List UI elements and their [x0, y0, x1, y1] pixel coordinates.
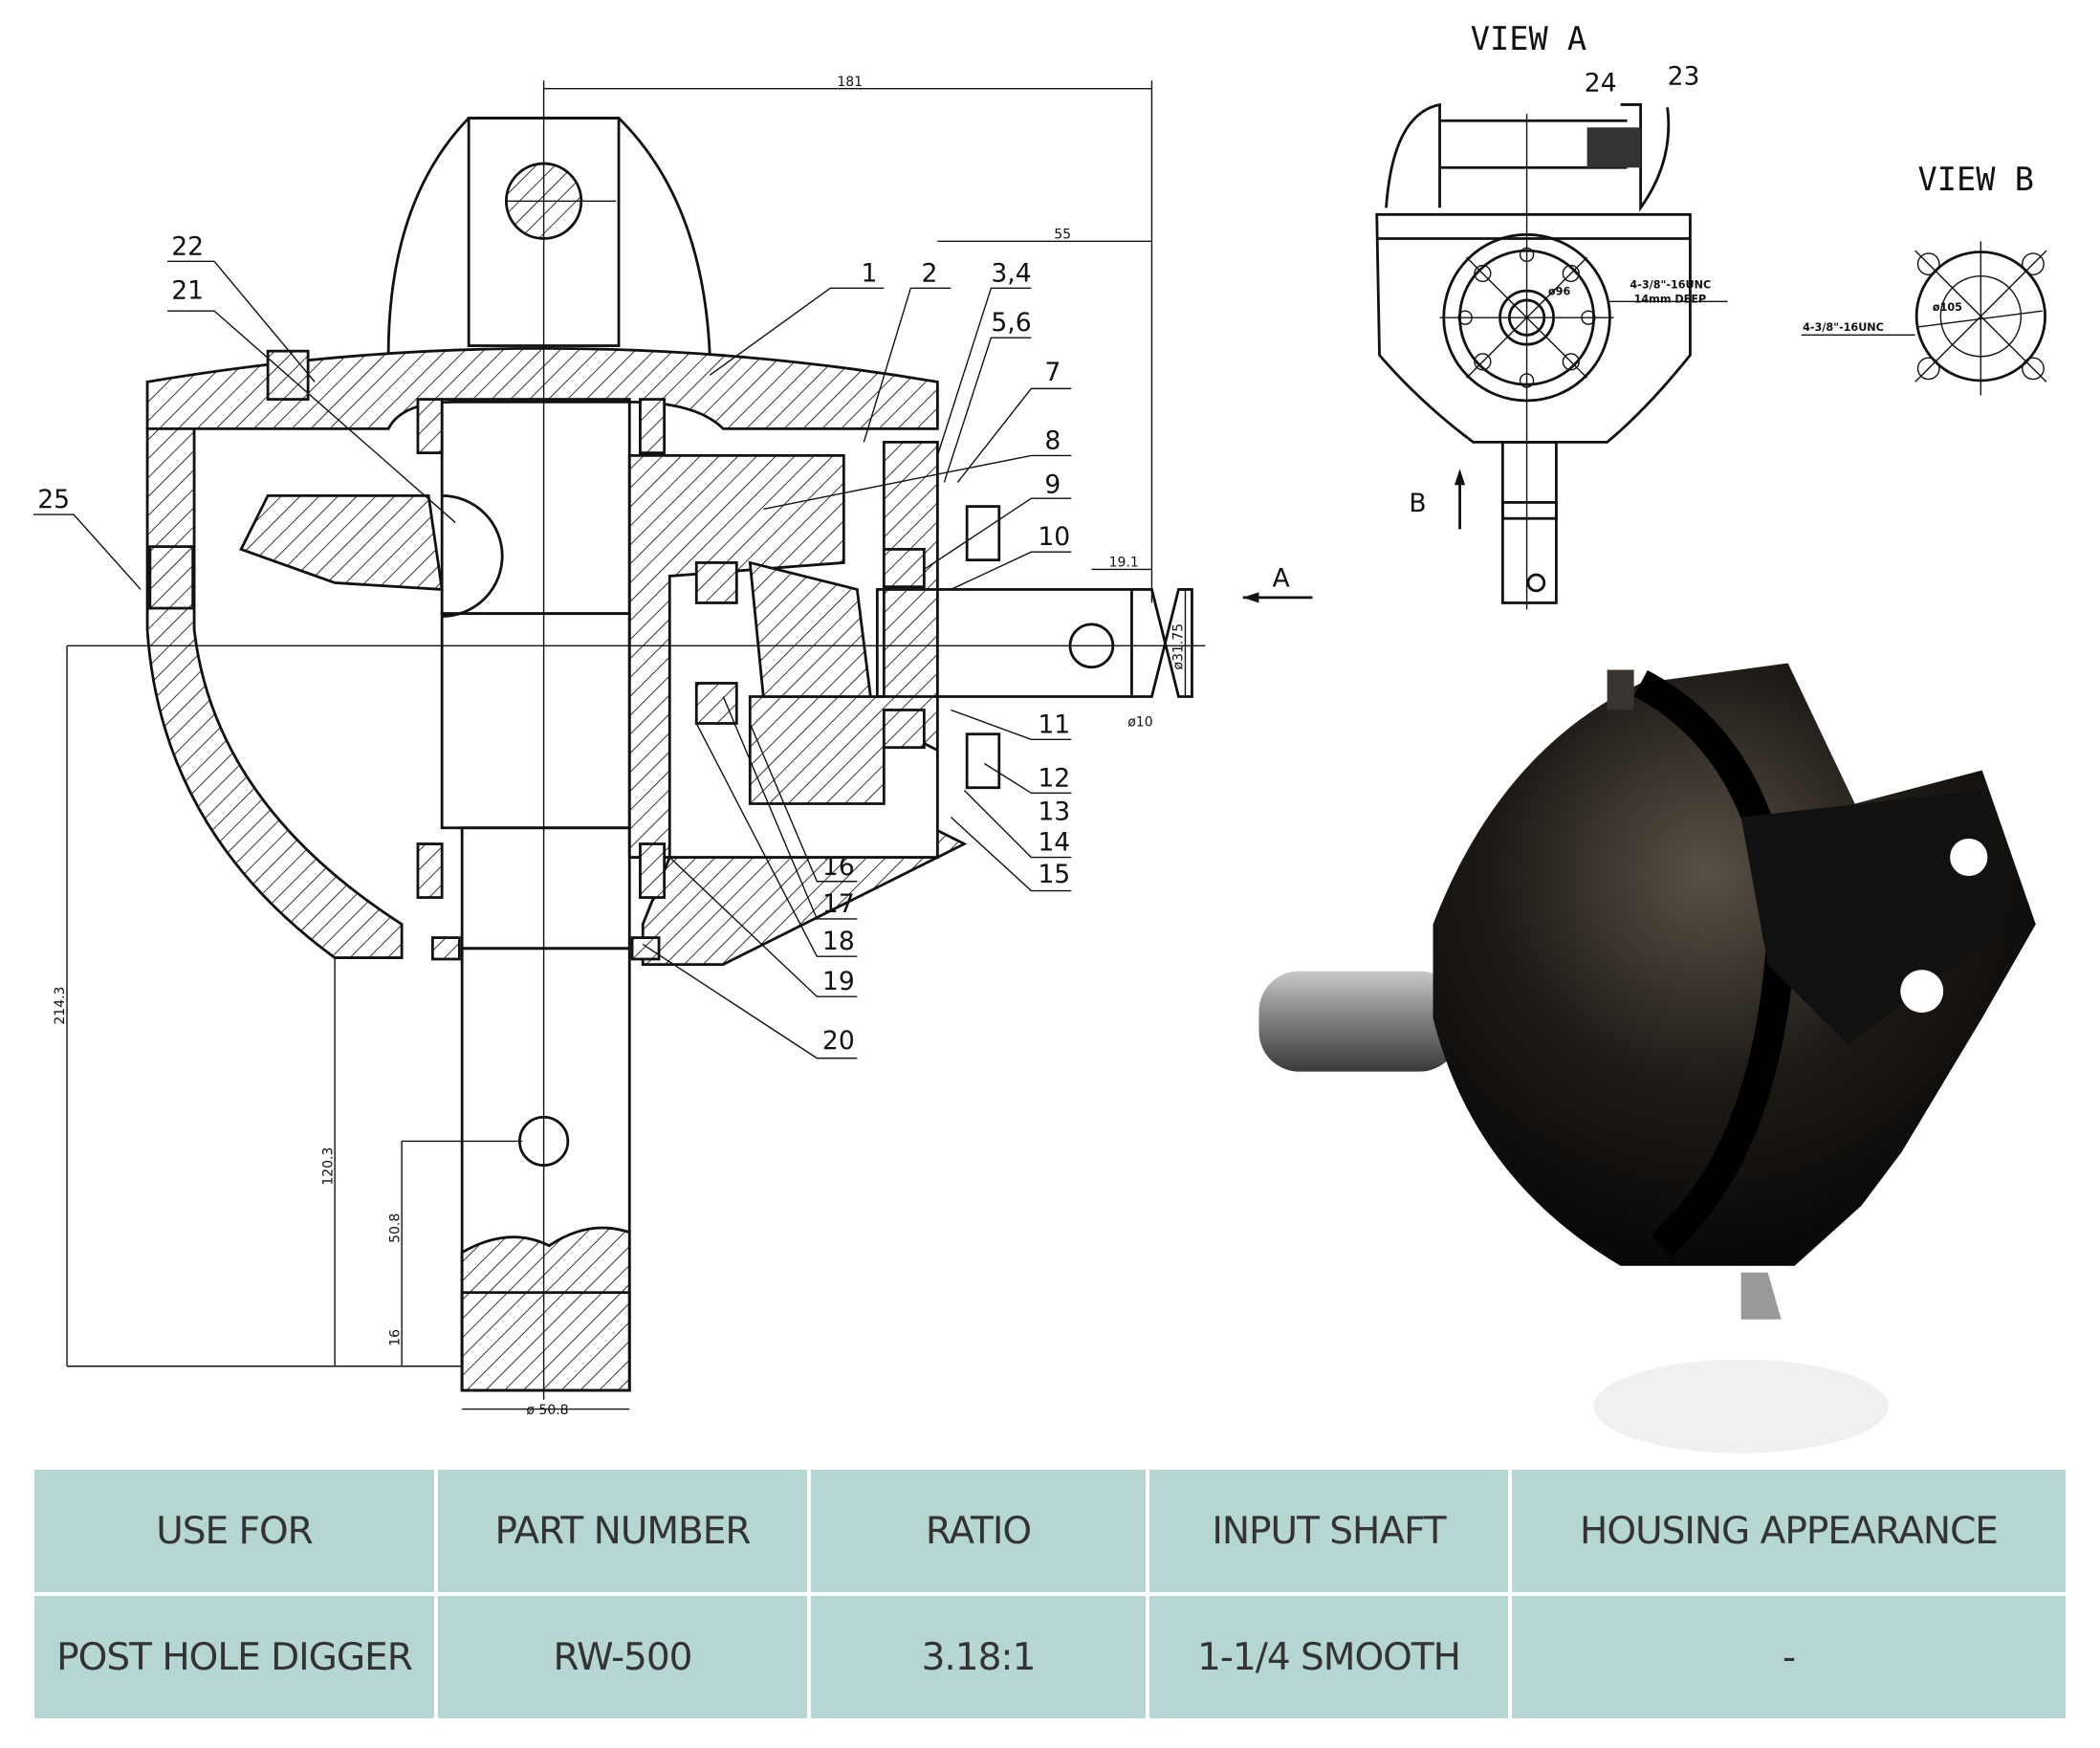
part-label-25: 25 [37, 485, 70, 514]
dim-output-hole: 50.8 [387, 1213, 403, 1243]
part-label-10: 10 [1038, 522, 1070, 552]
part-label-13: 13 [1038, 797, 1070, 826]
cell-ratio: 3.18:1 [811, 1596, 1146, 1718]
header-use-for: USE FOR [34, 1470, 434, 1592]
table-row: POST HOLE DIGGER RW-500 3.18:1 1-1/4 SMO… [34, 1596, 2066, 1718]
table-header-row: USE FOR PART NUMBER RATIO INPUT SHAFT HO… [34, 1470, 2066, 1592]
dimension-labels: 181 55 19.1 ø31.75 ø10 214.3 120.3 50.8 … [53, 75, 1289, 1418]
part-label-19: 19 [822, 967, 855, 996]
view-a-title: VIEW A [1471, 20, 1586, 57]
section-view [33, 80, 1313, 1410]
part-labels: 1 2 3,4 5,6 7 8 9 10 11 12 13 14 15 16 1… [37, 61, 1699, 1055]
dim-output-dia: ø 50.8 [526, 1403, 568, 1418]
view-a: VIEW A B 4-3/8"-16UNC 14mm DEEP ø96 [1375, 20, 1728, 610]
part-label-17: 17 [822, 889, 855, 919]
view-b-title: VIEW B [1918, 161, 2034, 198]
view-b: VIEW B 4-3/8"-16UNC ø105 [1801, 161, 2047, 396]
header-part-number: PART NUMBER [438, 1470, 807, 1592]
cell-part-number: RW-500 [438, 1596, 807, 1718]
part-label-21: 21 [171, 276, 204, 306]
part-label-5-6: 5,6 [991, 308, 1031, 338]
part-label-12: 12 [1038, 763, 1070, 793]
cell-use-for: POST HOLE DIGGER [34, 1596, 434, 1718]
spec-table: USE FOR PART NUMBER RATIO INPUT SHAFT HO… [31, 1466, 2069, 1722]
view-a-bolt-spec: 4-3/8"-16UNC [1630, 278, 1711, 291]
part-label-7: 7 [1044, 358, 1061, 387]
part-label-2: 2 [922, 258, 938, 288]
part-label-18: 18 [822, 927, 855, 956]
dim-shaft-offset: 55 [1054, 228, 1071, 243]
view-b-arrow-label: B [1409, 489, 1426, 518]
part-label-15: 15 [1038, 860, 1070, 889]
dim-overall-height: 214.3 [53, 987, 68, 1025]
part-label-11: 11 [1038, 710, 1070, 739]
dim-pin-dia: ø10 [1127, 714, 1152, 730]
view-a-bolt-depth: 14mm DEEP [1634, 294, 1707, 306]
part-label-22: 22 [171, 231, 204, 261]
header-ratio: RATIO [811, 1470, 1146, 1592]
dim-output-length: 120.3 [320, 1147, 336, 1186]
gearbox-technical-drawing: 1 2 3,4 5,6 7 8 9 10 11 12 13 14 15 16 1… [33, 20, 2047, 1453]
view-a-pcd: ø96 [1548, 285, 1570, 297]
part-label-1: 1 [862, 258, 878, 288]
header-input-shaft: INPUT SHAFT [1149, 1470, 1508, 1592]
part-label-16: 16 [822, 852, 855, 882]
cell-input-shaft: 1-1/4 SMOOTH [1149, 1596, 1508, 1718]
part-label-24: 24 [1585, 68, 1617, 98]
cell-housing-appearance: - [1512, 1596, 2066, 1718]
gearbox-product-photo [1258, 663, 2036, 1453]
view-b-pcd: ø105 [1933, 301, 1962, 314]
part-label-20: 20 [822, 1026, 855, 1056]
part-label-9: 9 [1044, 470, 1061, 500]
part-label-14: 14 [1038, 828, 1070, 858]
view-a-arrow-label: A [1272, 564, 1289, 594]
part-label-23: 23 [1668, 61, 1700, 91]
part-label-8: 8 [1044, 426, 1061, 455]
dim-pin-offset: 19.1 [1109, 556, 1139, 571]
dim-input-shaft-dia: ø31.75 [1171, 623, 1187, 670]
dim-output-end: 16 [387, 1329, 403, 1346]
header-housing-appearance: HOUSING APPEARANCE [1512, 1470, 2066, 1592]
dim-overall-width: 181 [837, 75, 863, 90]
part-label-3-4: 3,4 [991, 258, 1031, 288]
view-b-bolt-spec: 4-3/8"-16UNC [1803, 321, 1884, 334]
